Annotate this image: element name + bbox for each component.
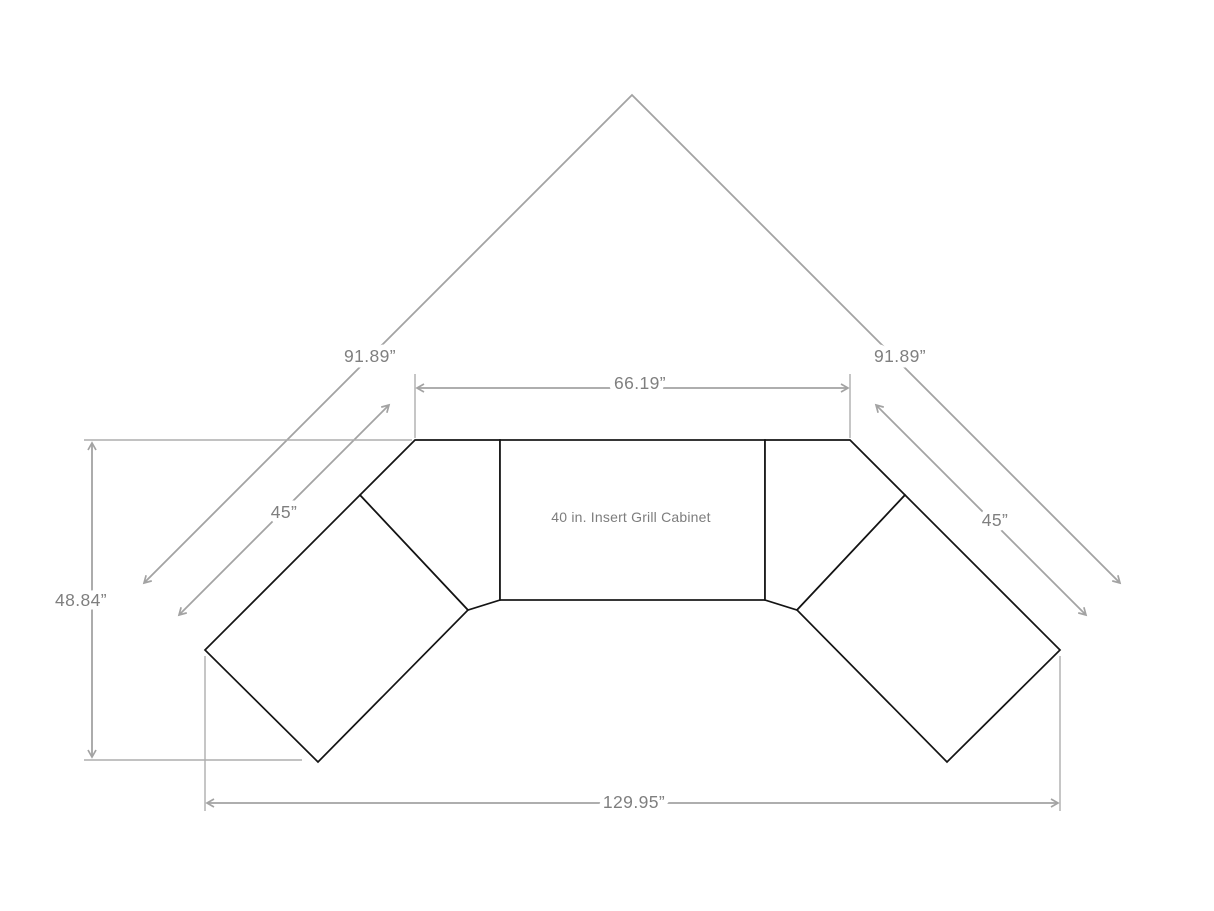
label-top-width: 66.19”	[614, 373, 666, 393]
dimension-lines	[84, 93, 1122, 811]
label-side-right: 45”	[982, 510, 1009, 530]
dim-line-side-right	[874, 403, 1088, 617]
label-back-left: 91.89”	[344, 346, 396, 366]
label-depth: 48.84”	[55, 590, 107, 610]
cabinet-outline	[203, 439, 1062, 764]
label-overall-width: 129.95”	[603, 792, 665, 812]
grill-cabinet-label: 40 in. Insert Grill Cabinet	[551, 509, 710, 525]
grill-cabinet	[499, 439, 766, 601]
label-side-left: 45”	[271, 502, 298, 522]
right-end-cabinet	[795, 493, 1062, 764]
label-back-right: 91.89”	[874, 346, 926, 366]
